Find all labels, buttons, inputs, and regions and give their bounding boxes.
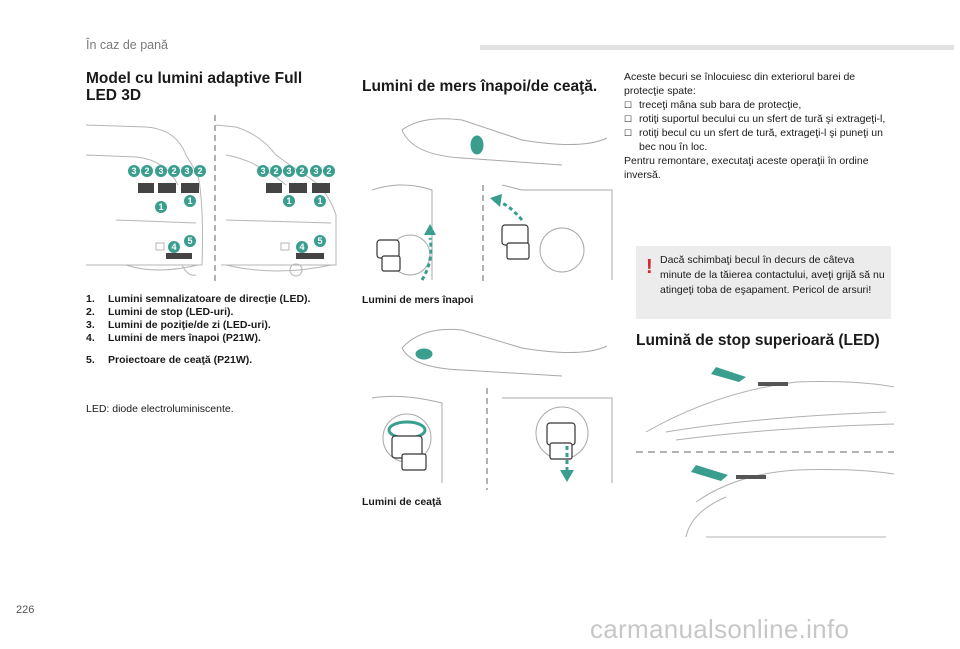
warning-icon: ! xyxy=(646,256,653,278)
section-label: În caz de pană xyxy=(86,38,169,52)
reverse-light-figure xyxy=(362,110,620,285)
rear-lights-figure: 3 2 3 2 3 2 1 1 4 5 3 2 3 2 3 2 1 1 4 5 xyxy=(86,115,344,285)
list-item: 4.Lumini de mers înapoi (P21W). xyxy=(86,332,261,344)
list-item: ☐rotiţi becul cu un sfert de tură, extra… xyxy=(624,127,883,153)
outro-text: Pentru remontare, executaţi aceste opera… xyxy=(624,155,869,181)
label-3: 3 xyxy=(260,166,265,176)
label-1: 1 xyxy=(317,196,322,206)
label-3: 3 xyxy=(286,166,291,176)
label-2: 2 xyxy=(197,166,202,176)
lights-list: 1.Lumini semnalizatoare de direcţie (LED… xyxy=(86,293,326,367)
label-3: 3 xyxy=(131,166,136,176)
label-2: 2 xyxy=(299,166,304,176)
warning-box: ! Dacă schimbaţi becul în decurs de câte… xyxy=(636,246,891,319)
label-5: 5 xyxy=(317,236,322,246)
col3-title: Lumină de stop superioară (LED) xyxy=(636,332,880,349)
caption-reverse: Lumini de mers înapoi xyxy=(362,294,474,306)
label-4: 4 xyxy=(299,242,304,252)
instructions: Aceste becuri se înlocuiesc din exterior… xyxy=(624,70,894,182)
list-item: 1.Lumini semnalizatoare de direcţie (LED… xyxy=(86,293,311,305)
label-3: 3 xyxy=(158,166,163,176)
label-2: 2 xyxy=(171,166,176,176)
label-3: 3 xyxy=(313,166,318,176)
led-note: LED: diode electroluminiscente. xyxy=(86,403,234,415)
watermark: carmanualsonline.info xyxy=(590,614,850,644)
list-item: ☐treceţi mâna sub bara de protecţie, xyxy=(624,99,802,111)
label-3: 3 xyxy=(184,166,189,176)
label-2: 2 xyxy=(326,166,331,176)
third-brake-light-figure xyxy=(636,362,894,552)
list-item: ☐rotiţi suportul becului cu un sfert de … xyxy=(624,113,886,125)
col2-title: Lumini de mers înapoi/de ceaţă. xyxy=(362,78,598,95)
intro-text: Aceste becuri se înlocuiesc din exterior… xyxy=(624,71,856,97)
label-5: 5 xyxy=(187,236,192,246)
list-item: 2.Lumini de stop (LED-uri). xyxy=(86,306,234,318)
label-1: 1 xyxy=(187,196,192,206)
checkbox-icon: ☐ xyxy=(624,114,633,124)
label-2: 2 xyxy=(144,166,149,176)
label-4: 4 xyxy=(171,242,176,252)
list-item: 3.Lumini de poziţie/de zi (LED-uri). xyxy=(86,319,271,331)
label-1: 1 xyxy=(286,196,291,206)
col1-title: Model cu lumini adaptive Full LED 3D xyxy=(86,70,303,104)
label-2: 2 xyxy=(273,166,278,176)
warning-text: Dacă schimbaţi becul în decurs de câteva… xyxy=(660,254,885,296)
checkbox-icon: ☐ xyxy=(624,100,633,110)
checkbox-icon: ☐ xyxy=(624,128,633,138)
header-bar xyxy=(480,45,954,50)
label-1: 1 xyxy=(158,202,163,212)
fog-light-figure xyxy=(362,318,620,490)
list-item: 5.Proiectoare de ceaţă (P21W). xyxy=(86,354,253,366)
page-number: 226 xyxy=(16,604,35,616)
caption-fog: Lumini de ceaţă xyxy=(362,496,442,508)
